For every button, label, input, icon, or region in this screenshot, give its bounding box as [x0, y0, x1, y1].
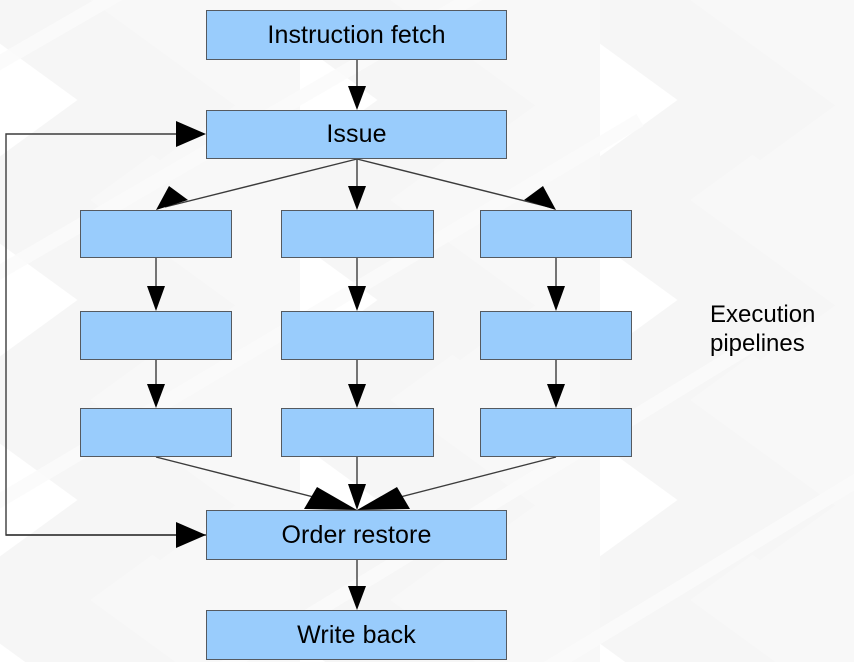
- arrowhead-issue-to-col1: [156, 186, 188, 210]
- node-pipeline-c3-r3[interactable]: [480, 408, 632, 457]
- node-pipeline-c3-r2[interactable]: [480, 311, 632, 360]
- arrowhead-order-restore-to-write-back: [348, 586, 366, 610]
- arrowhead-col1-r2-r3: [147, 384, 165, 408]
- edge-col3-to-order-restore: [368, 456, 557, 506]
- node-pipeline-c1-r3[interactable]: [80, 408, 232, 457]
- arrowhead-feedback-to-order-restore: [176, 522, 206, 548]
- edge-col1-to-order-restore: [155, 456, 346, 506]
- arrowhead-col2-r1-r2: [348, 286, 366, 311]
- node-pipeline-c3-r1[interactable]: [480, 210, 632, 258]
- arrowhead-col2-to-order-restore: [348, 484, 366, 510]
- arrowhead-issue-to-col2: [348, 186, 366, 210]
- node-issue[interactable]: Issue: [206, 110, 507, 159]
- edge-issue-to-col3: [356, 158, 550, 208]
- edge-issue-to-col1: [164, 158, 358, 208]
- label-execution-pipelines: Execution pipelines: [710, 301, 816, 357]
- arrowhead-col1-r1-r2: [147, 286, 165, 311]
- arrowhead-col1-to-order-restore: [304, 487, 357, 510]
- arrowhead-fetch-to-issue: [348, 86, 366, 110]
- node-order-restore[interactable]: Order restore: [206, 510, 507, 560]
- node-pipeline-c2-r1[interactable]: [281, 210, 434, 258]
- arrowhead-col3-to-order-restore: [357, 487, 410, 510]
- node-write-back[interactable]: Write back: [206, 610, 507, 660]
- node-instruction-fetch[interactable]: Instruction fetch: [206, 10, 507, 60]
- arrowhead-feedback-to-issue: [176, 121, 206, 147]
- node-pipeline-c2-r2[interactable]: [281, 311, 434, 360]
- node-pipeline-c1-r2[interactable]: [80, 311, 232, 360]
- arrowhead-issue-to-col3: [524, 186, 556, 210]
- node-pipeline-c2-r3[interactable]: [281, 408, 434, 457]
- arrowhead-col2-r2-r3: [348, 384, 366, 408]
- arrowhead-col3-r2-r3: [547, 384, 565, 408]
- arrowhead-col3-r1-r2: [547, 286, 565, 311]
- node-pipeline-c1-r1[interactable]: [80, 210, 232, 258]
